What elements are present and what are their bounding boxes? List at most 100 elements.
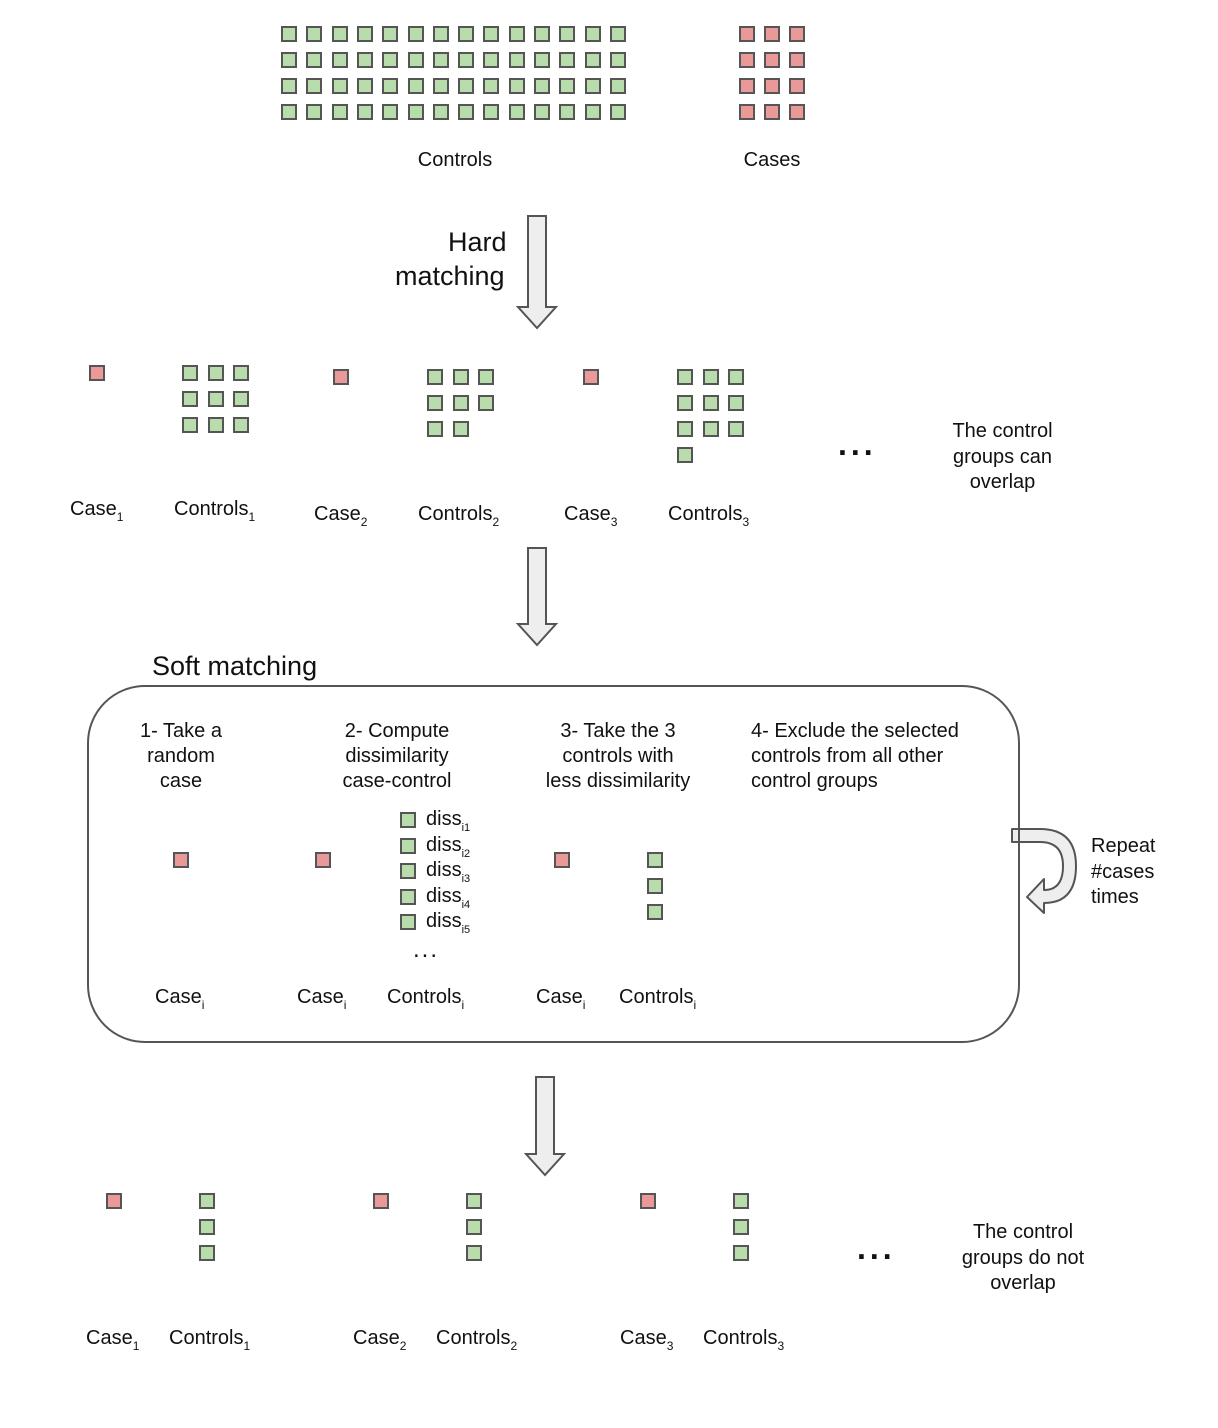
case-square [640, 1193, 656, 1209]
control-square [534, 78, 550, 94]
control-square [702, 369, 719, 385]
control-square [733, 1245, 749, 1261]
control-square [609, 78, 626, 94]
control-square [559, 26, 576, 42]
control-square [677, 395, 693, 411]
control-square [182, 417, 198, 433]
diss-label: dissi5 [426, 910, 471, 937]
hard-case-1-label: Case1 [70, 498, 124, 524]
control-square [281, 52, 297, 68]
control-square [478, 369, 494, 385]
control-square [458, 104, 475, 120]
case-square [106, 1193, 122, 1209]
control-square [466, 1219, 482, 1235]
control-square [432, 78, 449, 94]
control-square [199, 1193, 215, 1209]
control-square [452, 421, 469, 437]
to-final-arrow [523, 1076, 567, 1177]
soft-case-label-3: Casei [536, 986, 586, 1012]
control-square [199, 1219, 215, 1235]
hard-ellipsis: ... [838, 426, 877, 462]
control-square [702, 395, 719, 411]
control-square [452, 369, 469, 385]
controls-label: Controls [417, 149, 493, 171]
control-square [407, 78, 424, 94]
soft-matching-title: Soft matching [152, 651, 318, 681]
control-square [534, 52, 550, 68]
final-controls-2-label: Controls2 [436, 1327, 518, 1353]
soft-controls-label-3: Controlsi [619, 986, 697, 1012]
final-case-3-label: Case3 [620, 1327, 674, 1353]
case-square [764, 26, 780, 42]
selected-control-square [647, 852, 663, 868]
final-ellipsis: ... [857, 1230, 896, 1266]
control-square [306, 52, 323, 68]
case-square [764, 52, 780, 68]
case-square [315, 852, 331, 868]
to-soft-matching-arrow [515, 547, 559, 647]
case-square [739, 78, 755, 94]
control-square [559, 78, 576, 94]
control-square [584, 26, 601, 42]
control-square [207, 417, 224, 433]
control-square [233, 365, 249, 381]
case-square [373, 1193, 389, 1209]
control-square [534, 104, 550, 120]
case-square [739, 26, 755, 42]
control-square [306, 104, 323, 120]
control-square [382, 52, 399, 68]
control-square [382, 78, 399, 94]
soft-matching-box [87, 685, 1020, 1043]
control-square [400, 863, 416, 880]
control-square [728, 395, 744, 411]
control-square [331, 104, 348, 120]
control-square [483, 52, 500, 68]
control-square [233, 417, 249, 433]
case-square [789, 78, 805, 94]
control-square [466, 1245, 482, 1261]
control-square [483, 26, 500, 42]
control-square [432, 26, 449, 42]
control-square [382, 104, 399, 120]
final-controls-3-label: Controls3 [703, 1327, 785, 1353]
control-square [728, 369, 744, 385]
hard-controls-2-label: Controls2 [418, 503, 500, 529]
control-square [458, 52, 475, 68]
control-square [432, 104, 449, 120]
control-square [356, 104, 373, 120]
hard-controls-1-label: Controls1 [174, 498, 256, 524]
control-square [400, 837, 416, 854]
control-square [331, 52, 348, 68]
control-square [677, 421, 693, 437]
control-square [733, 1193, 749, 1209]
case-square [89, 365, 105, 381]
control-square [207, 365, 224, 381]
control-square [427, 421, 443, 437]
control-square [233, 391, 249, 407]
control-square [199, 1245, 215, 1261]
case-square [789, 104, 805, 120]
control-square [458, 78, 475, 94]
control-square [182, 365, 198, 381]
control-square [702, 421, 719, 437]
control-square [677, 447, 693, 463]
control-square [306, 78, 323, 94]
hard-matching-arrow [515, 215, 559, 330]
final-case-1-label: Case1 [86, 1327, 140, 1353]
control-square [407, 104, 424, 120]
diss-ellipsis: ... [413, 936, 440, 963]
case-square [554, 852, 570, 868]
control-square [466, 1193, 482, 1209]
selected-control-square [647, 904, 663, 920]
control-square [281, 104, 297, 120]
control-square [483, 104, 500, 120]
soft-case-label-2: Casei [297, 986, 347, 1012]
control-square [508, 104, 525, 120]
